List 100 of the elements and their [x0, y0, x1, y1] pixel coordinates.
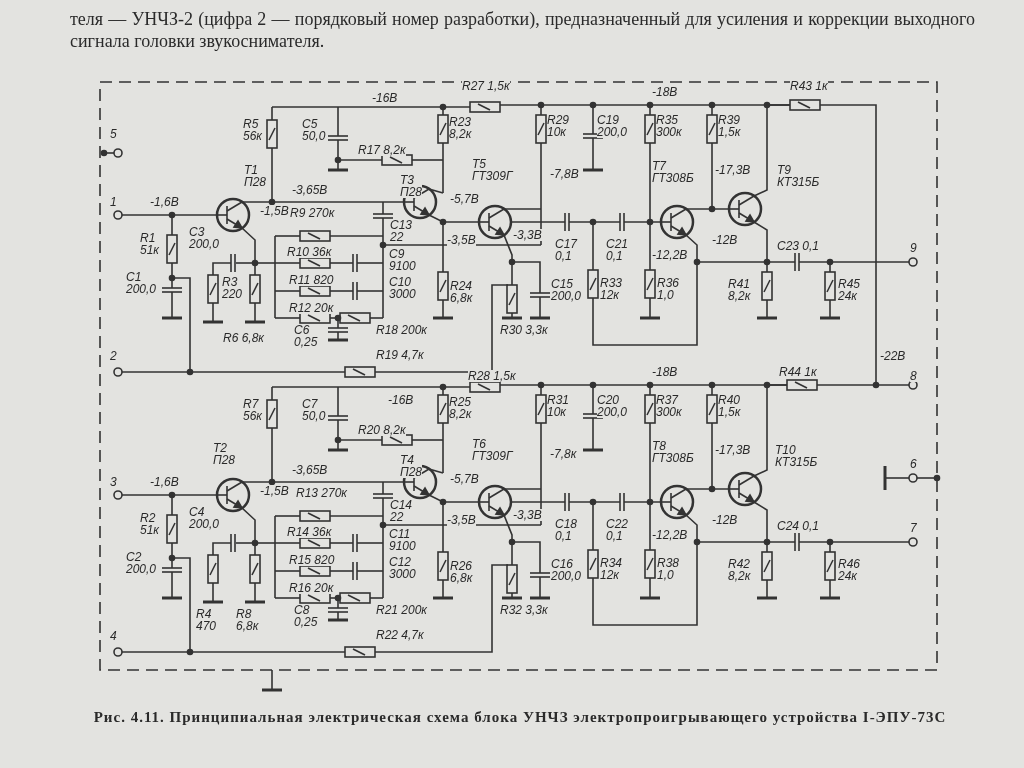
component-label: -1,6В	[150, 196, 179, 208]
component-label: 1	[110, 196, 117, 208]
component-label: -7,8В	[550, 168, 579, 180]
component-label: R32 3,3к	[500, 604, 548, 616]
component-label: R36 1,0	[657, 277, 679, 301]
component-label: R46 24к	[838, 558, 860, 582]
component-label: R31 10к	[547, 394, 569, 418]
component-label: -12В	[712, 514, 738, 526]
component-label: R41 8,2к	[728, 278, 751, 302]
component-label: -3,3В	[513, 229, 542, 241]
component-label: R20 8,2к	[358, 424, 406, 436]
component-label: R19 4,7к	[376, 349, 424, 361]
component-label: C16 200,0	[551, 558, 582, 582]
component-label: R33 12к	[600, 277, 622, 301]
component-label: R5 56к	[243, 118, 262, 142]
component-label: C1 200,0	[126, 271, 156, 295]
component-label: C3 200,0	[189, 226, 219, 250]
component-label: R38 1,0	[657, 557, 679, 581]
component-label: 5	[110, 128, 117, 140]
component-label: -17,3В	[715, 164, 751, 176]
component-label: R8 6,8к	[236, 608, 259, 632]
figure-caption: Рис. 4.11. Принципиальная электрическая схема блока УНЧЗ электропроигрывающего устройства I-ЭПУ-73С	[92, 708, 948, 727]
component-label: 6	[910, 458, 917, 470]
component-label: R26 6,8к	[450, 560, 473, 584]
component-label: -3,5В	[447, 514, 476, 526]
component-label: R15 820	[289, 554, 335, 566]
component-label: C12 3000	[389, 556, 416, 580]
component-label: -22В	[880, 350, 906, 362]
component-label: T3 П28	[400, 174, 423, 198]
component-label: R34 12к	[600, 557, 622, 581]
component-label: 3	[110, 476, 117, 488]
component-label: C5 50,0	[302, 118, 326, 142]
component-label: R40 1,5к	[718, 394, 741, 418]
component-label: R35 300к	[656, 114, 682, 138]
component-label: R14 36к	[287, 526, 332, 538]
component-label: -3,5В	[447, 234, 476, 246]
body-text: теля — УНЧЗ-2 (цифра 2 — порядковый номер разработки), предназначенный для усиления и коррекции выходного сигнала головки звукоснимателя.	[70, 8, 975, 52]
component-label: R9 270к	[290, 207, 335, 219]
component-label: T4 П28	[400, 454, 423, 478]
component-label: R24 6,8к	[450, 280, 473, 304]
component-label: T8 ГТ308Б	[652, 440, 694, 464]
component-label: R27 1,5к	[462, 80, 510, 92]
component-label: T5 ГТ309Г	[472, 158, 513, 182]
component-label: C19 200,0	[597, 114, 628, 138]
component-label: -1,5В	[260, 485, 289, 497]
component-label: C14 22	[390, 499, 412, 523]
component-label: T6 ГТ309Г	[472, 438, 513, 462]
component-label: R11 820	[289, 274, 334, 286]
component-label: R37 300к	[656, 394, 682, 418]
component-label: 4	[110, 630, 117, 642]
component-label: R23 8,2к	[449, 116, 472, 140]
component-label: R44 1к	[779, 366, 817, 378]
component-label: C20 200,0	[597, 394, 628, 418]
component-label: R18 200к	[376, 324, 428, 336]
component-label: C22 0,1	[606, 518, 628, 542]
component-label: -16В	[372, 92, 398, 104]
component-label: R1 51к	[140, 232, 159, 256]
component-label: R6 6,8к	[223, 332, 265, 344]
component-label: C4 200,0	[189, 506, 219, 530]
component-label: -3,3В	[513, 509, 542, 521]
component-label: -3,65В	[292, 464, 328, 476]
component-label: T2 П28	[213, 442, 236, 466]
component-label: 7	[910, 522, 917, 534]
component-label: -3,65В	[292, 184, 328, 196]
component-label: R43 1к	[790, 80, 828, 92]
component-label: -5,7В	[450, 473, 479, 485]
component-label: C9 9100	[389, 248, 416, 272]
component-label: R13 270к	[296, 487, 348, 499]
component-label: C23 0,1	[777, 240, 820, 252]
component-label: R12 20к	[289, 302, 334, 314]
component-label: -18В	[652, 86, 678, 98]
component-label: C13 22	[390, 219, 412, 243]
component-label: 2	[110, 350, 117, 362]
component-label: C2 200,0	[126, 551, 156, 575]
component-label: R22 4,7к	[376, 629, 424, 641]
component-label: R30 3,3к	[500, 324, 548, 336]
component-label: R3 220	[222, 276, 242, 300]
component-label: -5,7В	[450, 193, 479, 205]
component-label: R45 24к	[838, 278, 860, 302]
component-label: R21 200к	[376, 604, 428, 616]
component-label: C18 0,1	[555, 518, 577, 542]
component-label: C10 3000	[389, 276, 416, 300]
component-label: C8 0,25	[294, 604, 318, 628]
component-label: C24 0,1	[777, 520, 820, 532]
component-label: R28 1,5к	[468, 370, 516, 382]
component-label: -12,2В	[652, 529, 688, 541]
component-label: T10 КТ315Б	[775, 444, 818, 468]
component-label: R39 1,5к	[718, 114, 741, 138]
component-label: R17 8,2к	[358, 144, 406, 156]
component-label: -1,6В	[150, 476, 179, 488]
component-label: R7 56к	[243, 398, 262, 422]
component-label: -7,8к	[550, 448, 577, 460]
component-label: -18В	[652, 366, 678, 378]
component-label: T7 ГТ308Б	[652, 160, 694, 184]
component-label: -17,3В	[715, 444, 751, 456]
component-label: -16В	[388, 394, 414, 406]
component-label: -12,2В	[652, 249, 688, 261]
component-label: R16 20к	[289, 582, 334, 594]
component-label: R10 36к	[287, 246, 332, 258]
component-label: 9	[910, 242, 917, 254]
